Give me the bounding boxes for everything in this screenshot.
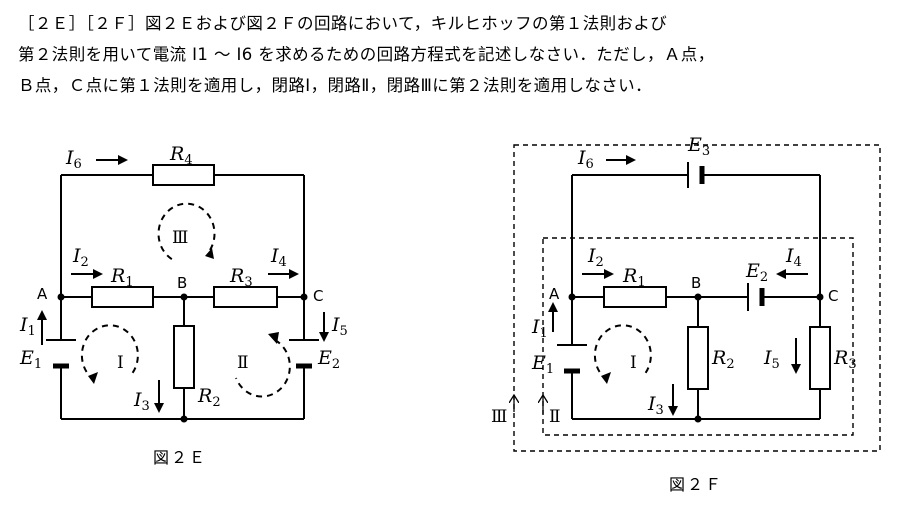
node-b-dot: [180, 293, 188, 301]
problem-line-1: ［２Ｅ］［２Ｆ］図２Ｅおよび図２Ｆの回路において，キルヒホッフの第１法則および: [18, 14, 668, 33]
label-loop-2: Ⅱ: [237, 353, 249, 373]
label-node-a: A: [549, 285, 560, 303]
label-i1: I1: [19, 314, 36, 339]
label-e1: E1: [19, 347, 42, 372]
label-i5: I5: [763, 347, 780, 372]
label-r2: R2: [197, 385, 221, 410]
battery-e2: [289, 339, 319, 369]
label-r1: R1: [110, 265, 134, 290]
battery-e1: [557, 344, 587, 374]
label-e3: E3: [687, 134, 710, 159]
node-a-dot: [57, 293, 65, 301]
caption-figure-2e: 図２Ｅ: [153, 448, 207, 467]
figure-2f: E3 E2 E1 R1 R2 R3 I6 I2 I4 I1 I5 I3 A B …: [491, 134, 881, 494]
label-loop-1: Ⅰ: [630, 353, 637, 373]
label-i6: I6: [65, 147, 82, 172]
label-e2: E2: [745, 260, 768, 285]
battery-e2: [747, 283, 765, 311]
label-r4: R4: [169, 143, 193, 168]
label-i4: I4: [270, 245, 287, 270]
node-bottom-dot: [180, 415, 188, 423]
loop-3-arc: [157, 202, 216, 262]
label-node-c: C: [828, 287, 838, 305]
problem-line-2: 第２法則を用いて電流 I1 ～ I6 を求めるための回路方程式を記述しなさい．た…: [18, 45, 715, 64]
label-i3: I3: [133, 389, 150, 414]
loop-1-arrowhead: [601, 372, 611, 384]
resistor-r1: [91, 286, 154, 308]
caption-figure-2f: 図２Ｆ: [669, 475, 723, 494]
node-a-dot: [568, 293, 576, 301]
battery-e3: [687, 162, 705, 188]
loop-1-arrowhead: [88, 372, 98, 384]
label-e1: E1: [531, 352, 554, 377]
label-i6: I6: [577, 147, 594, 172]
resistor-r3: [213, 286, 278, 308]
loop-3-arrowhead: [205, 248, 214, 259]
label-node-b: B: [691, 274, 701, 292]
battery-e1: [46, 339, 76, 369]
label-e2: E2: [317, 347, 340, 372]
label-r2: R2: [711, 347, 735, 372]
node-b-dot: [694, 293, 702, 301]
loop-2-dashed-path: [542, 237, 854, 436]
loop-1-arc: [593, 324, 652, 381]
loop-2-arrowhead: [268, 332, 279, 344]
node-bottom-dot: [694, 415, 702, 423]
label-r3: R3: [229, 265, 253, 290]
loop-3-dashed-path: [513, 144, 881, 452]
label-i1: I1: [531, 316, 548, 341]
node-c-dot: [816, 293, 824, 301]
problem-statement: ［２Ｅ］［２Ｆ］図２Ｅおよび図２Ｆの回路において，キルヒホッフの第１法則および …: [18, 8, 898, 101]
resistor-r4: [152, 164, 215, 186]
label-loop-1: Ⅰ: [117, 353, 124, 373]
label-node-a: A: [37, 285, 48, 303]
label-loop-3: Ⅲ: [491, 407, 507, 427]
resistor-r3: [809, 326, 831, 390]
label-node-c: C: [313, 287, 323, 305]
label-i2: I2: [72, 245, 89, 270]
figure-2e: R4 R1 R3 R2 E1 E2 I6 I2 I4 I1 I5 I3 A B …: [19, 143, 348, 467]
resistor-r2: [687, 326, 709, 390]
label-i5: I5: [331, 314, 348, 339]
label-i3: I3: [647, 393, 664, 418]
label-r1: R1: [622, 265, 646, 290]
figure-2f-wires: [571, 174, 821, 420]
loop-1-arc: [80, 324, 139, 381]
label-i4: I4: [785, 245, 802, 270]
node-c-dot: [300, 293, 308, 301]
label-node-b: B: [177, 274, 187, 292]
resistor-r2: [173, 325, 195, 389]
resistor-r1: [603, 286, 667, 308]
problem-line-3: Ｂ点，Ｃ点に第１法則を適用し，閉路Ⅰ，閉路Ⅱ，閉路Ⅲに第２法則を適用しなさい．: [18, 76, 652, 95]
label-loop-2: Ⅱ: [549, 407, 561, 427]
label-i2: I2: [587, 245, 604, 270]
label-r3: R3: [833, 347, 857, 372]
label-loop-3: Ⅲ: [172, 228, 188, 248]
loop-2-arc: [235, 339, 291, 398]
